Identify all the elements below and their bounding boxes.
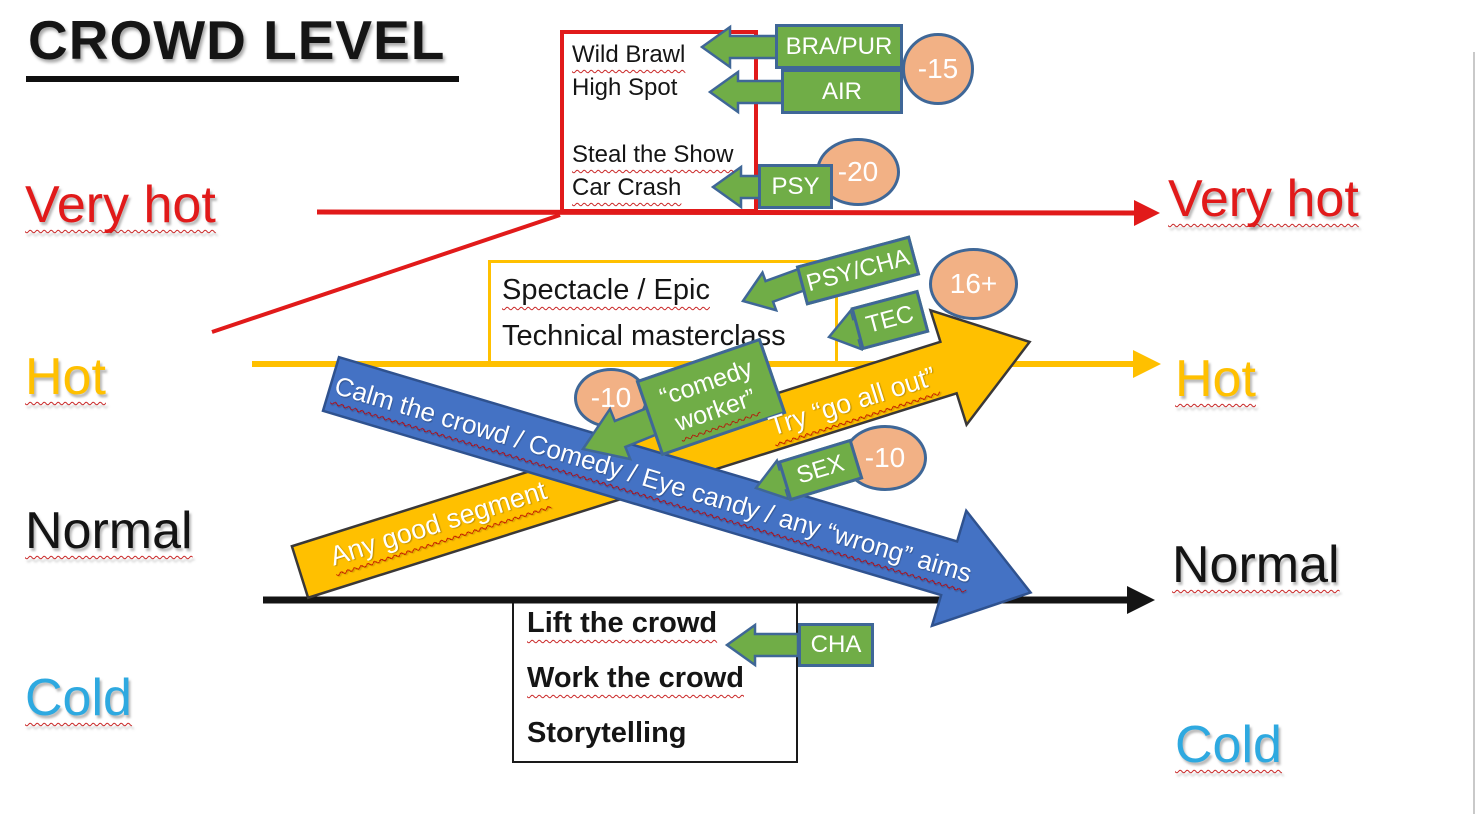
slide-edge-divider <box>1473 52 1475 814</box>
bonus-badge-16-plus: 16+ <box>929 248 1018 320</box>
stat-tag-bra-pur: BRA/PUR <box>775 24 903 69</box>
very-hot-action-car-crash: Car Crash <box>572 174 682 201</box>
penalty-badge-label: -10 <box>864 442 906 473</box>
stat-tag-psy: PSY <box>758 164 833 209</box>
hot-action-spectacle-epic: Spectacle / Epic <box>502 274 710 306</box>
escalate-arrow-label: Any good segment <box>326 475 551 572</box>
level-label-cold-left: Cold <box>25 669 132 727</box>
very-hot-axis-arrowhead-icon <box>1134 200 1160 226</box>
very-hot-action-wild-brawl: Wild Brawl <box>572 41 686 68</box>
page-title: CROWD LEVEL <box>26 8 460 82</box>
stat-tag-label: TEC <box>863 300 917 339</box>
penalty-badge-minus-15: -15 <box>902 33 974 105</box>
level-label-very-hot-left: Very hot <box>25 176 216 234</box>
stat-tag-label: AIR <box>821 77 862 105</box>
penalty-badge-label: -15 <box>917 53 959 84</box>
bonus-badge-label: 16+ <box>949 268 998 299</box>
level-label-hot-left: Hot <box>25 348 106 406</box>
very-hot-action-steal-the-show: Steal the Show <box>572 141 734 168</box>
cold-action-lift-the-crowd: Lift the crowd <box>527 607 718 639</box>
cold-action-storytelling: Storytelling <box>527 717 687 749</box>
normal-axis-arrowhead-icon <box>1127 586 1155 614</box>
penalty-badge-minus-10-comedy: -10 <box>574 368 648 428</box>
stat-tag-label: BRA/PUR <box>785 32 893 60</box>
cold-action-work-the-crowd: Work the crowd <box>527 662 744 694</box>
level-label-hot-right: Hot <box>1175 350 1256 408</box>
stat-tag-tec: TEC <box>850 289 930 351</box>
stat-tag-air: AIR <box>781 69 903 114</box>
stat-tag-cha: CHA <box>798 623 874 667</box>
level-label-normal-right: Normal <box>1172 536 1340 594</box>
hot-axis-arrowhead-icon <box>1133 350 1161 378</box>
penalty-badge-label: -10 <box>590 382 632 413</box>
level-label-very-hot-right: Very hot <box>1168 170 1359 228</box>
level-label-cold-right: Cold <box>1175 716 1282 774</box>
stat-tag-label: PSY/CHA <box>803 243 913 297</box>
stat-tag-label: CHA <box>810 631 862 658</box>
stat-tag-sex: SEX <box>777 438 864 502</box>
stat-tag-label: SEX <box>793 449 848 490</box>
stat-tag-label: PSY <box>771 172 820 200</box>
very-hot-action-high-spot: High Spot <box>572 74 678 101</box>
level-label-normal-left: Normal <box>25 502 193 560</box>
penalty-badge-label: -20 <box>837 156 879 187</box>
